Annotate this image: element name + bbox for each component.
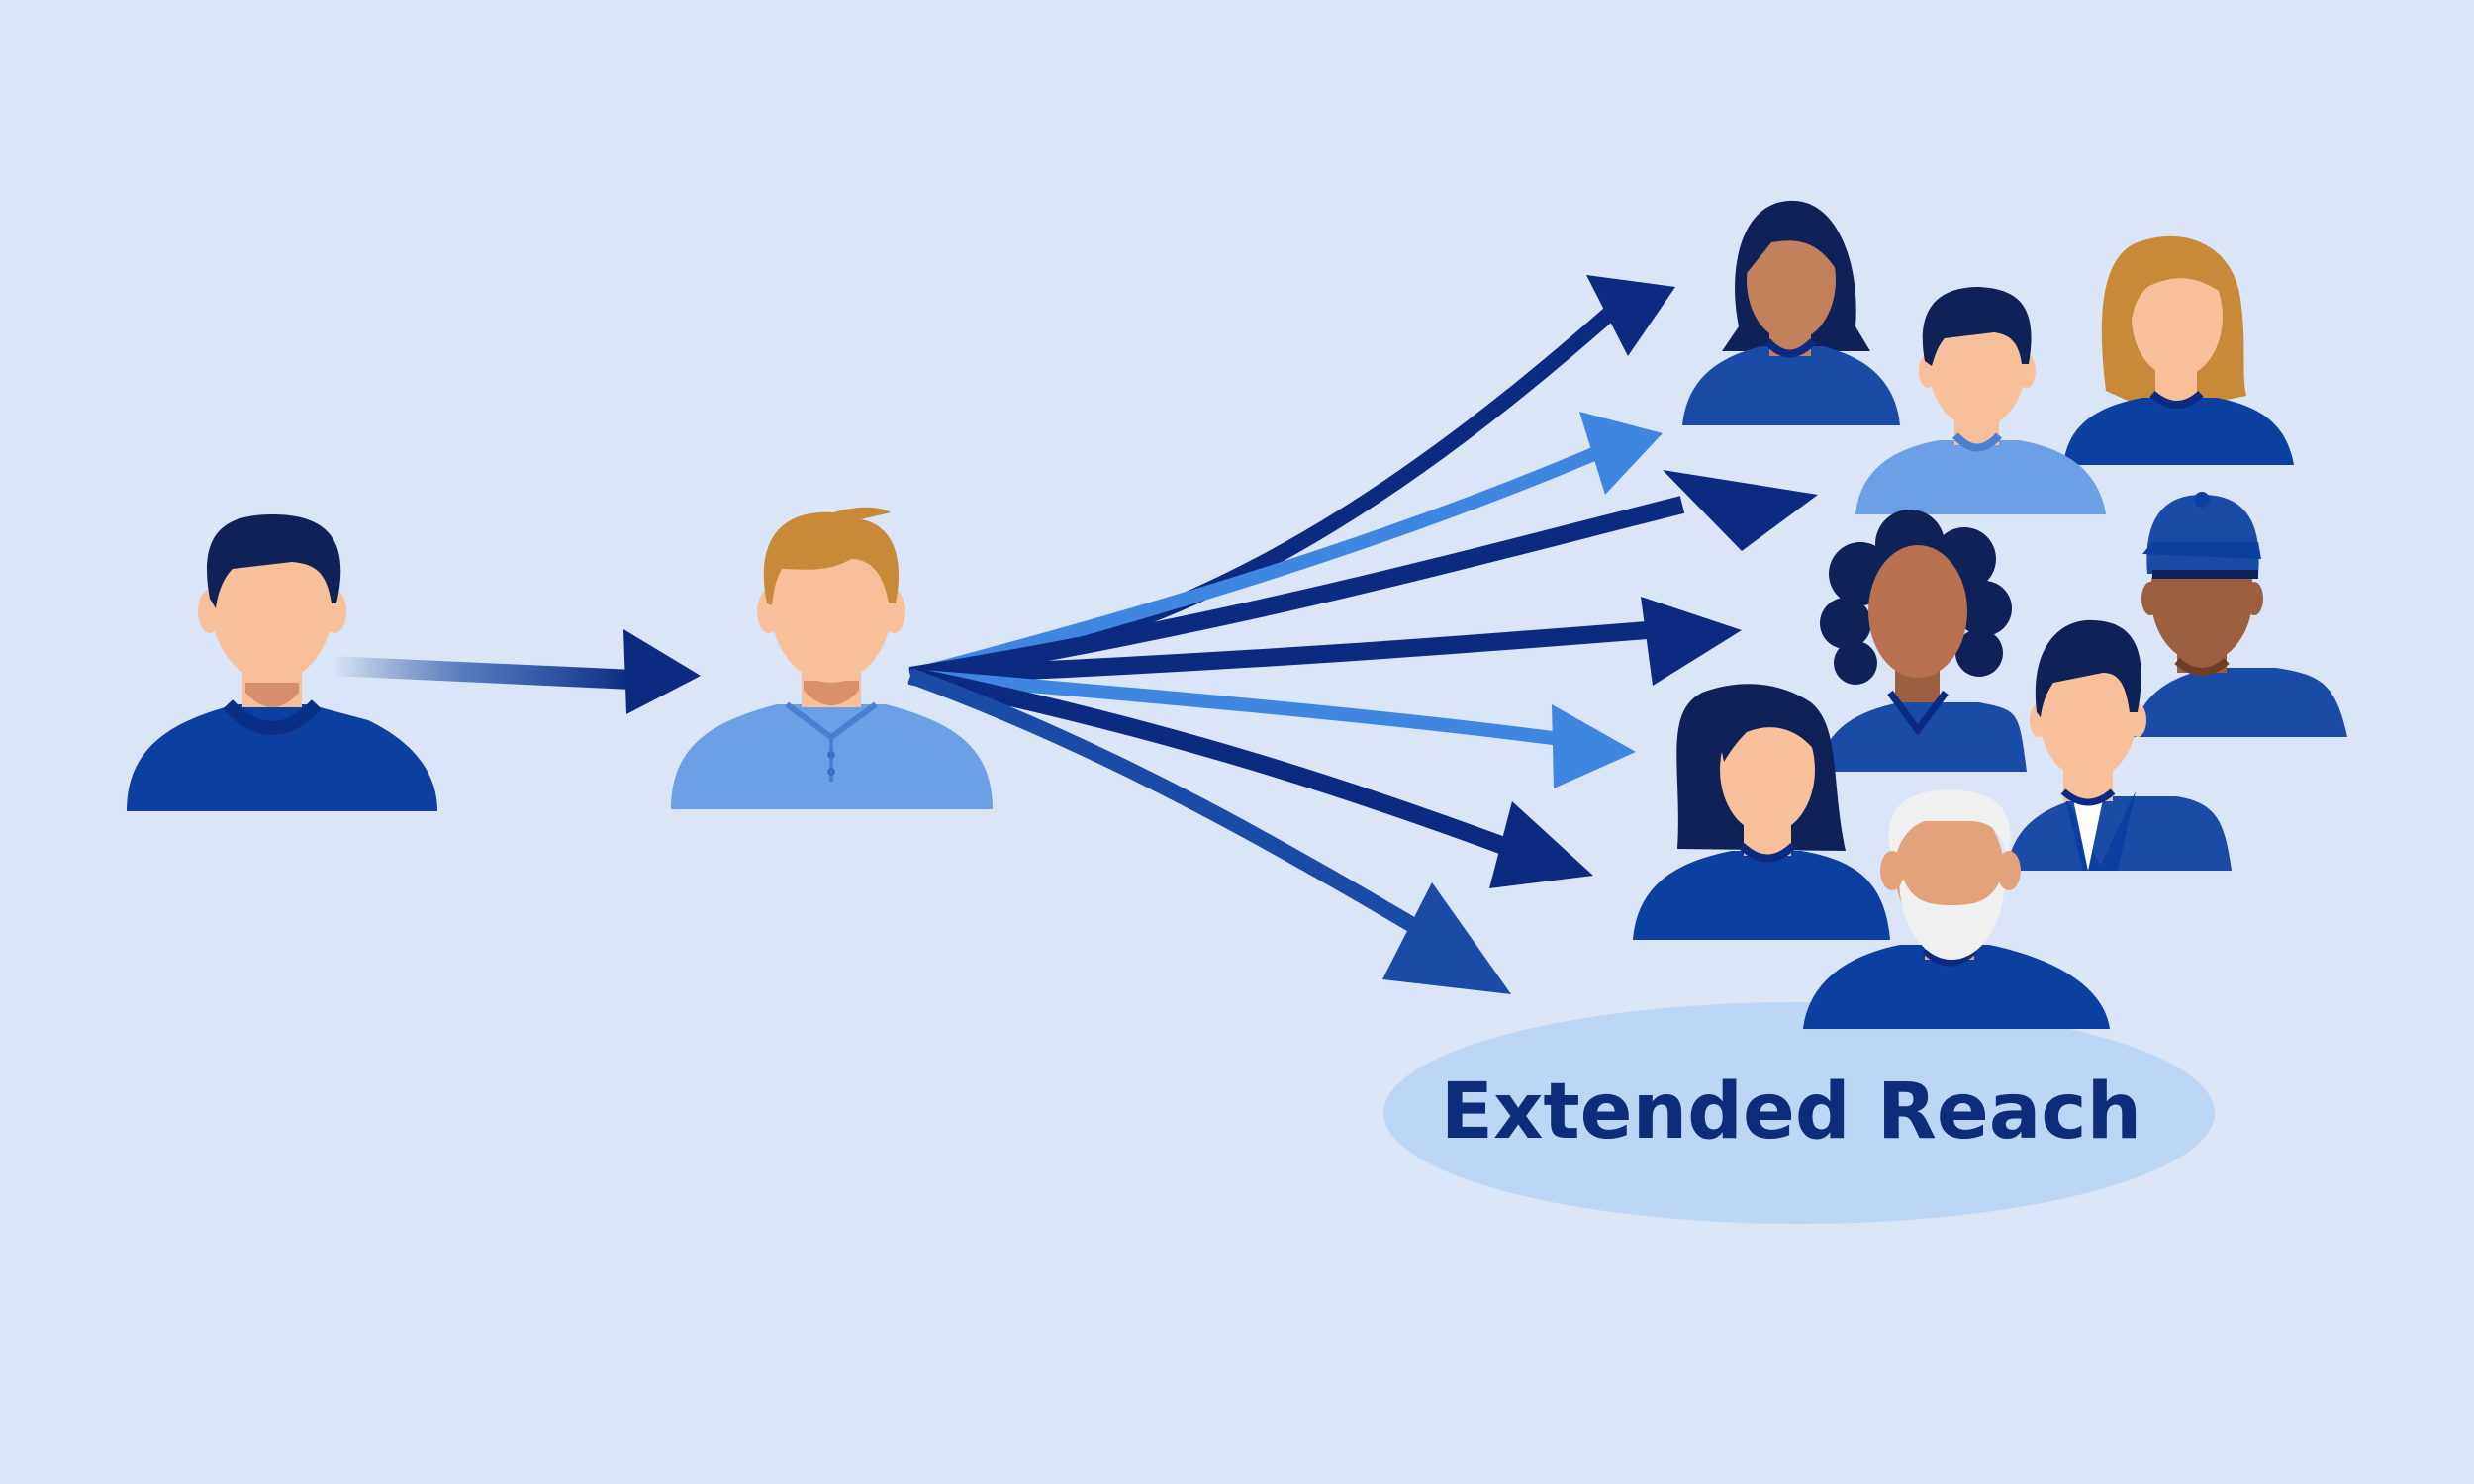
share-arrow-navy-3 [909, 597, 1742, 686]
extended-reach-label: Extended Reach [1441, 1067, 2141, 1157]
share-arrow-bright-2 [909, 669, 1636, 788]
share-arrow-bright-1 [908, 412, 1663, 683]
recipients-group [1633, 200, 2347, 1029]
recipient-white-beard [1803, 789, 2110, 1029]
recipient-long-dark-hair [1682, 200, 1900, 425]
recipient-short-dark-hair [1856, 287, 2106, 514]
recipient-blonde-hair [2063, 235, 2294, 465]
recipient-curly-hair [1819, 510, 2027, 772]
share-arrows [907, 275, 1818, 994]
sharer-person [671, 507, 993, 809]
extended-reach-badge: Extended Reach [1383, 1002, 2215, 1224]
origin-to-sharer-arrow [331, 629, 701, 714]
share-arrow-navy-4 [908, 667, 1593, 888]
share-arrow-royal-bottom [907, 668, 1511, 994]
recipient-with-cap [2133, 492, 2347, 737]
recipient-bob-hair [1633, 684, 1890, 940]
origin-person [127, 514, 437, 811]
reach-bubble [1383, 1002, 2215, 1224]
share-arrow-navy-2 [908, 470, 1818, 685]
recipient-in-suit [2007, 619, 2232, 871]
